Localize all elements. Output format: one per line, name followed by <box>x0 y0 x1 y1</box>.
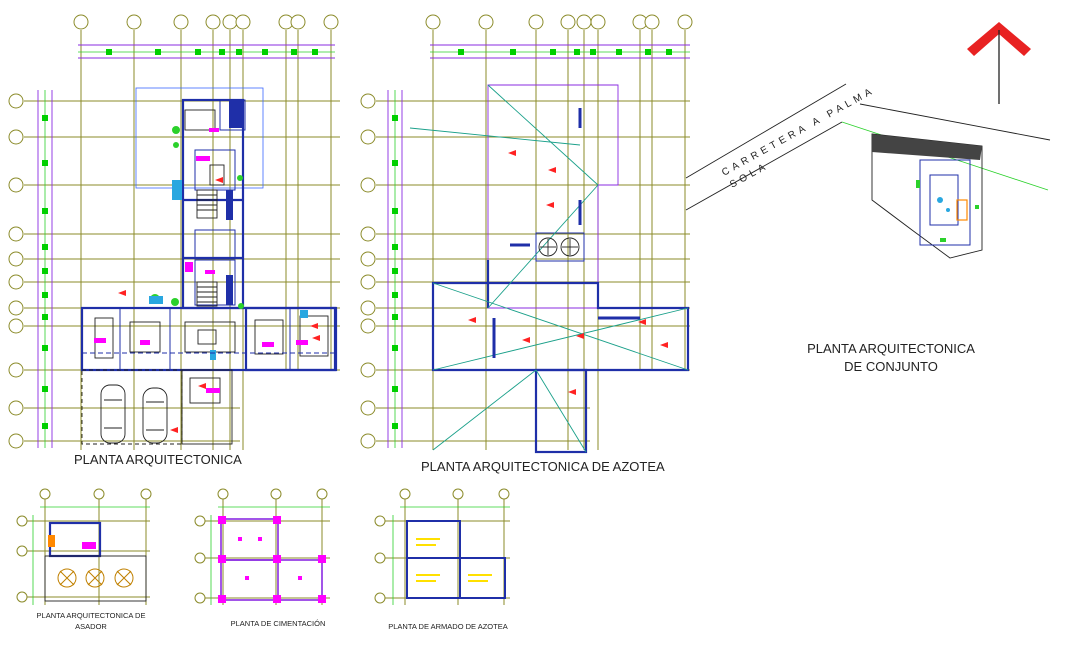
bbq-plan: PLANTA ARQUITECTONICA DE ASADOR <box>16 488 152 631</box>
main-plan: PLANTA ARQUITECTONICA <box>8 14 340 467</box>
site-lot <box>871 133 983 259</box>
roof-frame-plan-title: PLANTA DE ARMADO DE AZOTEA <box>388 622 507 631</box>
road-label-1: CARRETERA A PALMA <box>720 85 877 179</box>
site-plan: CARRETERA A PALMA SOLA PLANTA ARQUITECTO… <box>685 22 1051 374</box>
tree-icon <box>57 568 134 588</box>
road: CARRETERA A PALMA SOLA <box>685 83 1051 211</box>
main-plan-furniture <box>82 109 335 433</box>
foundation-plan-title: PLANTA DE CIMENTACIÓN <box>231 619 326 628</box>
main-plan-walls <box>80 87 338 445</box>
north-arrow-icon <box>967 22 1031 104</box>
bbq-plan-title-1: PLANTA ARQUITECTONICA DE <box>37 611 146 620</box>
site-plan-title-1: PLANTA ARQUITECTONICA <box>807 341 975 356</box>
main-plan-title: PLANTA ARQUITECTONICA <box>74 452 242 467</box>
roof-frame-plan: PLANTA DE ARMADO DE AZOTEA <box>374 488 510 631</box>
foundation-plan: PLANTA DE CIMENTACIÓN <box>194 488 330 628</box>
site-plan-title-2: DE CONJUNTO <box>844 359 938 374</box>
roof-plan: PLANTA ARQUITECTONICA DE AZOTEA <box>360 14 693 474</box>
car-icon <box>100 384 168 444</box>
roof-plan-left-axes <box>360 90 690 449</box>
bbq-plan-title-2: ASADOR <box>75 622 107 631</box>
roof-plan-title: PLANTA ARQUITECTONICA DE AZOTEA <box>421 459 665 474</box>
stair-icon <box>196 189 218 307</box>
roof-plan-slabs <box>409 84 690 454</box>
